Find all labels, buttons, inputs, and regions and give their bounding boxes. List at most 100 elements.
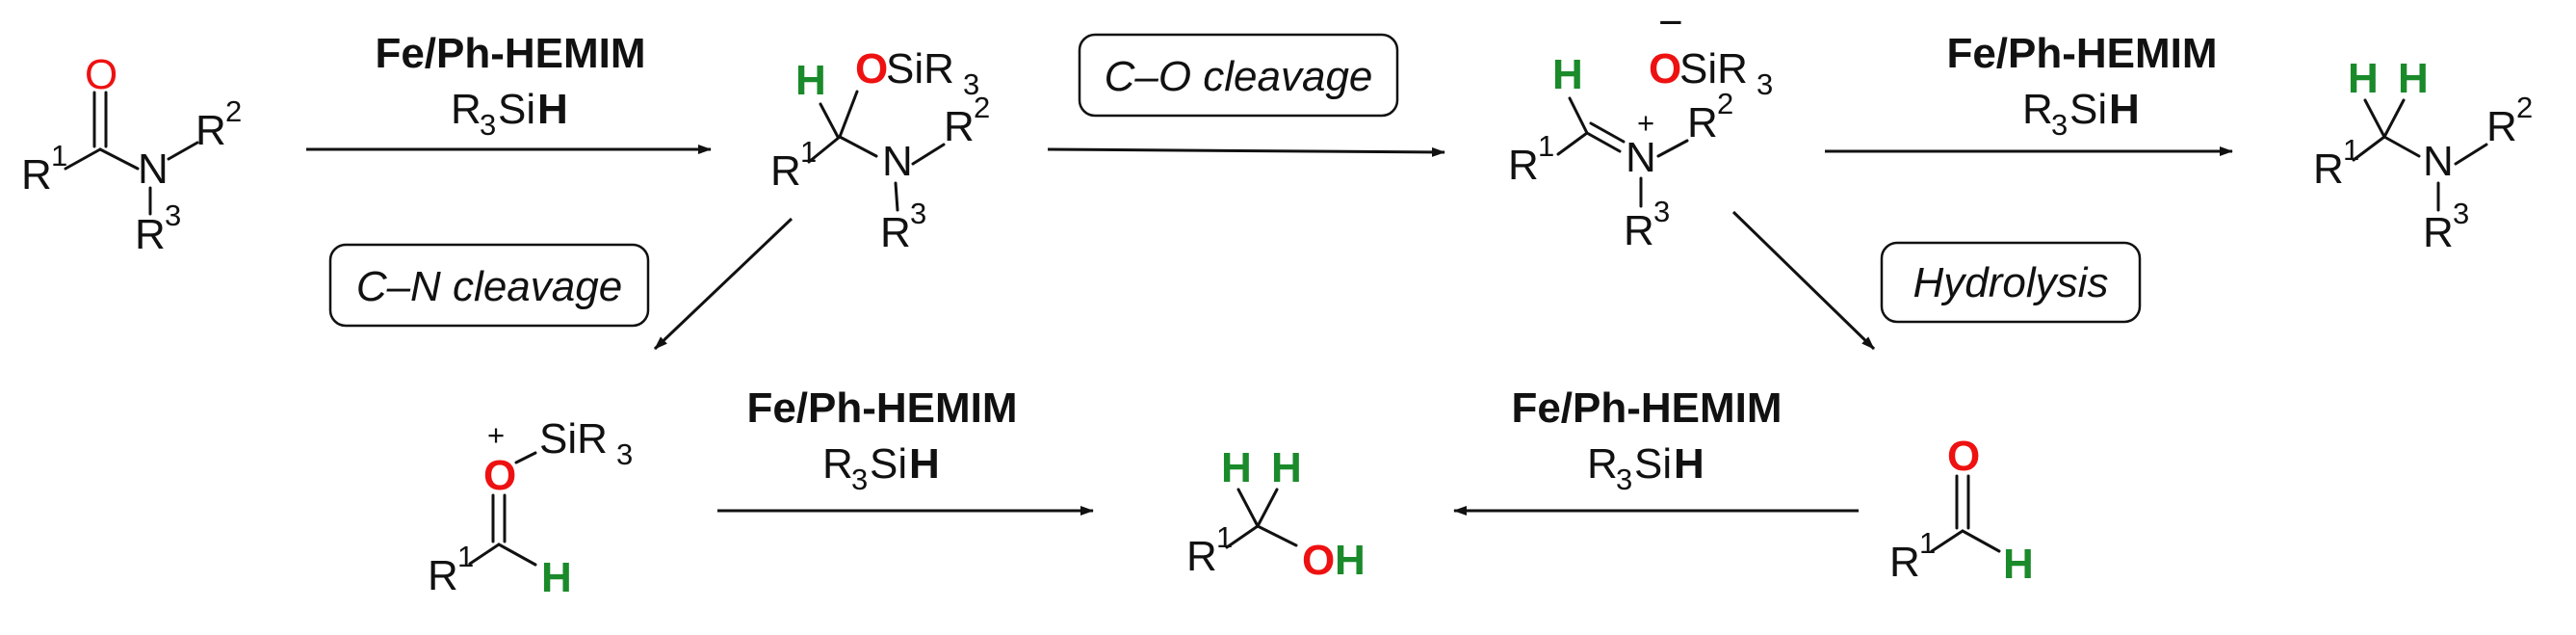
atom-r3: R	[1624, 207, 1654, 254]
atom-h: H	[1552, 51, 1583, 98]
c-h-bond-2	[2382, 98, 2406, 139]
atom-h-2: H	[1271, 444, 1302, 491]
sup-3: 3	[910, 197, 926, 230]
silane-sub: 3	[851, 463, 868, 496]
atom-r1: R	[21, 151, 52, 198]
atom-n: N	[2423, 138, 2454, 185]
c-o-bond	[1256, 524, 1298, 547]
c-h-bond	[819, 102, 840, 139]
silane-h: H	[537, 86, 568, 133]
silane-h: H	[909, 440, 940, 488]
silane-r: R	[822, 440, 853, 488]
arrow-hydrolysis	[1731, 210, 1876, 351]
sub-3: 3	[616, 437, 633, 471]
atom-h-1: H	[2348, 55, 2379, 102]
sup-2: 2	[1717, 87, 1733, 120]
atom-o: O	[1302, 537, 1335, 584]
o-si-bond	[514, 451, 537, 464]
sup-1: 1	[1919, 526, 1936, 560]
atom-o: O	[1947, 433, 1980, 480]
c-n-bond	[98, 147, 140, 171]
silane-h: H	[2109, 86, 2140, 133]
step-6-reduction: Fe/Ph-HEMIM R 3 Si H	[1453, 384, 1859, 516]
c-h-bond-2	[1256, 488, 1279, 528]
atom-r2: R	[944, 103, 975, 150]
sup-2: 2	[225, 94, 242, 128]
atom-r1: R	[2313, 146, 2344, 193]
c-h-bond	[497, 542, 537, 567]
hydrolysis-box	[1880, 241, 2142, 324]
silane-si: Si	[2069, 86, 2107, 133]
sup-2: 2	[2516, 91, 2533, 124]
atom-n: N	[1626, 134, 1656, 181]
atom-o: O	[1649, 45, 1681, 93]
atom-n: N	[882, 138, 913, 185]
atom-r3: R	[2423, 209, 2454, 256]
sup-1: 1	[1538, 129, 1554, 163]
atom-r2: R	[2486, 103, 2517, 150]
silane-r: R	[1587, 440, 1618, 488]
c-r1-bond	[1556, 131, 1589, 156]
atom-o: O	[483, 452, 516, 499]
cn-cleavage-label: C–N cleavage	[356, 263, 622, 310]
silane-si: Si	[1634, 440, 1672, 488]
charge-plus: +	[1637, 106, 1654, 140]
hydrolysis-label: Hydrolysis	[1913, 259, 2109, 306]
silane-h: H	[1674, 440, 1704, 488]
atom-n: N	[138, 146, 169, 193]
atom-sir: SiR	[1679, 45, 1748, 93]
c-n-bond	[838, 135, 878, 158]
catalyst-label: Fe/Ph-HEMIM	[1946, 30, 2217, 77]
oxocarbenium-molecule: + O SiR 3 R 1 H	[428, 415, 633, 601]
silane-sub: 3	[480, 108, 496, 142]
silane-si: Si	[870, 440, 907, 488]
amine-molecule: H H R 1 N R 2 R 3	[2313, 55, 2533, 256]
c-r1-bond	[468, 542, 501, 566]
atom-r1: R	[428, 552, 458, 599]
step-hydrolysis: Hydrolysis	[1731, 210, 2142, 351]
alcohol-molecule: H H R 1 O H	[1186, 444, 1366, 584]
aldehyde-molecule: O R 1 H	[1889, 433, 2034, 588]
c-r1-bond	[807, 135, 842, 164]
atom-r3: R	[880, 209, 911, 256]
sup-1: 1	[51, 139, 67, 172]
sup-3: 3	[165, 198, 181, 232]
atom-sir: SiR	[886, 45, 954, 93]
atom-h: H	[2003, 541, 2034, 588]
n-r2-bond	[2454, 143, 2488, 166]
catalyst-label: Fe/Ph-HEMIM	[746, 384, 1017, 432]
atom-h-1: H	[1221, 444, 1252, 491]
atom-h: H	[795, 57, 826, 104]
atom-o: O	[85, 51, 117, 98]
c-r1-bond	[1225, 524, 1260, 549]
sup-2: 2	[974, 91, 990, 124]
sup-1: 1	[457, 540, 474, 573]
hemiaminal-molecule: H O SiR 3 R 1 N R 2 R 3	[770, 45, 990, 256]
arrow-cn	[653, 217, 794, 351]
c-n-bond-2	[1589, 121, 1626, 144]
atom-r2: R	[195, 107, 226, 154]
atom-h: H	[541, 554, 572, 601]
sup-1: 1	[1216, 520, 1233, 554]
n-r3-bond	[894, 181, 899, 212]
atom-r3: R	[135, 211, 166, 258]
amide-molecule: O R 1 N R 2 R 3	[21, 51, 242, 258]
atom-h-2: H	[2398, 55, 2429, 102]
sub-3: 3	[1756, 67, 1773, 101]
atom-r1: R	[1889, 539, 1920, 586]
c-h-bond	[1568, 96, 1589, 135]
n-r2-bond	[1656, 139, 1689, 158]
charge-plus: +	[487, 418, 505, 452]
catalyst-label: Fe/Ph-HEMIM	[1511, 384, 1782, 432]
sub-3: 3	[963, 67, 979, 101]
c-r1-bond	[1930, 529, 1965, 553]
atom-r1: R	[1186, 533, 1217, 580]
silane-r: R	[2022, 86, 2053, 133]
cn-cleavage-box	[328, 243, 650, 328]
n-r2-bond	[167, 141, 199, 161]
c-h-bond-1	[2363, 98, 2386, 139]
arrow-2	[1047, 146, 1445, 157]
sup-1: 1	[800, 135, 817, 169]
atom-r1: R	[1508, 142, 1539, 189]
